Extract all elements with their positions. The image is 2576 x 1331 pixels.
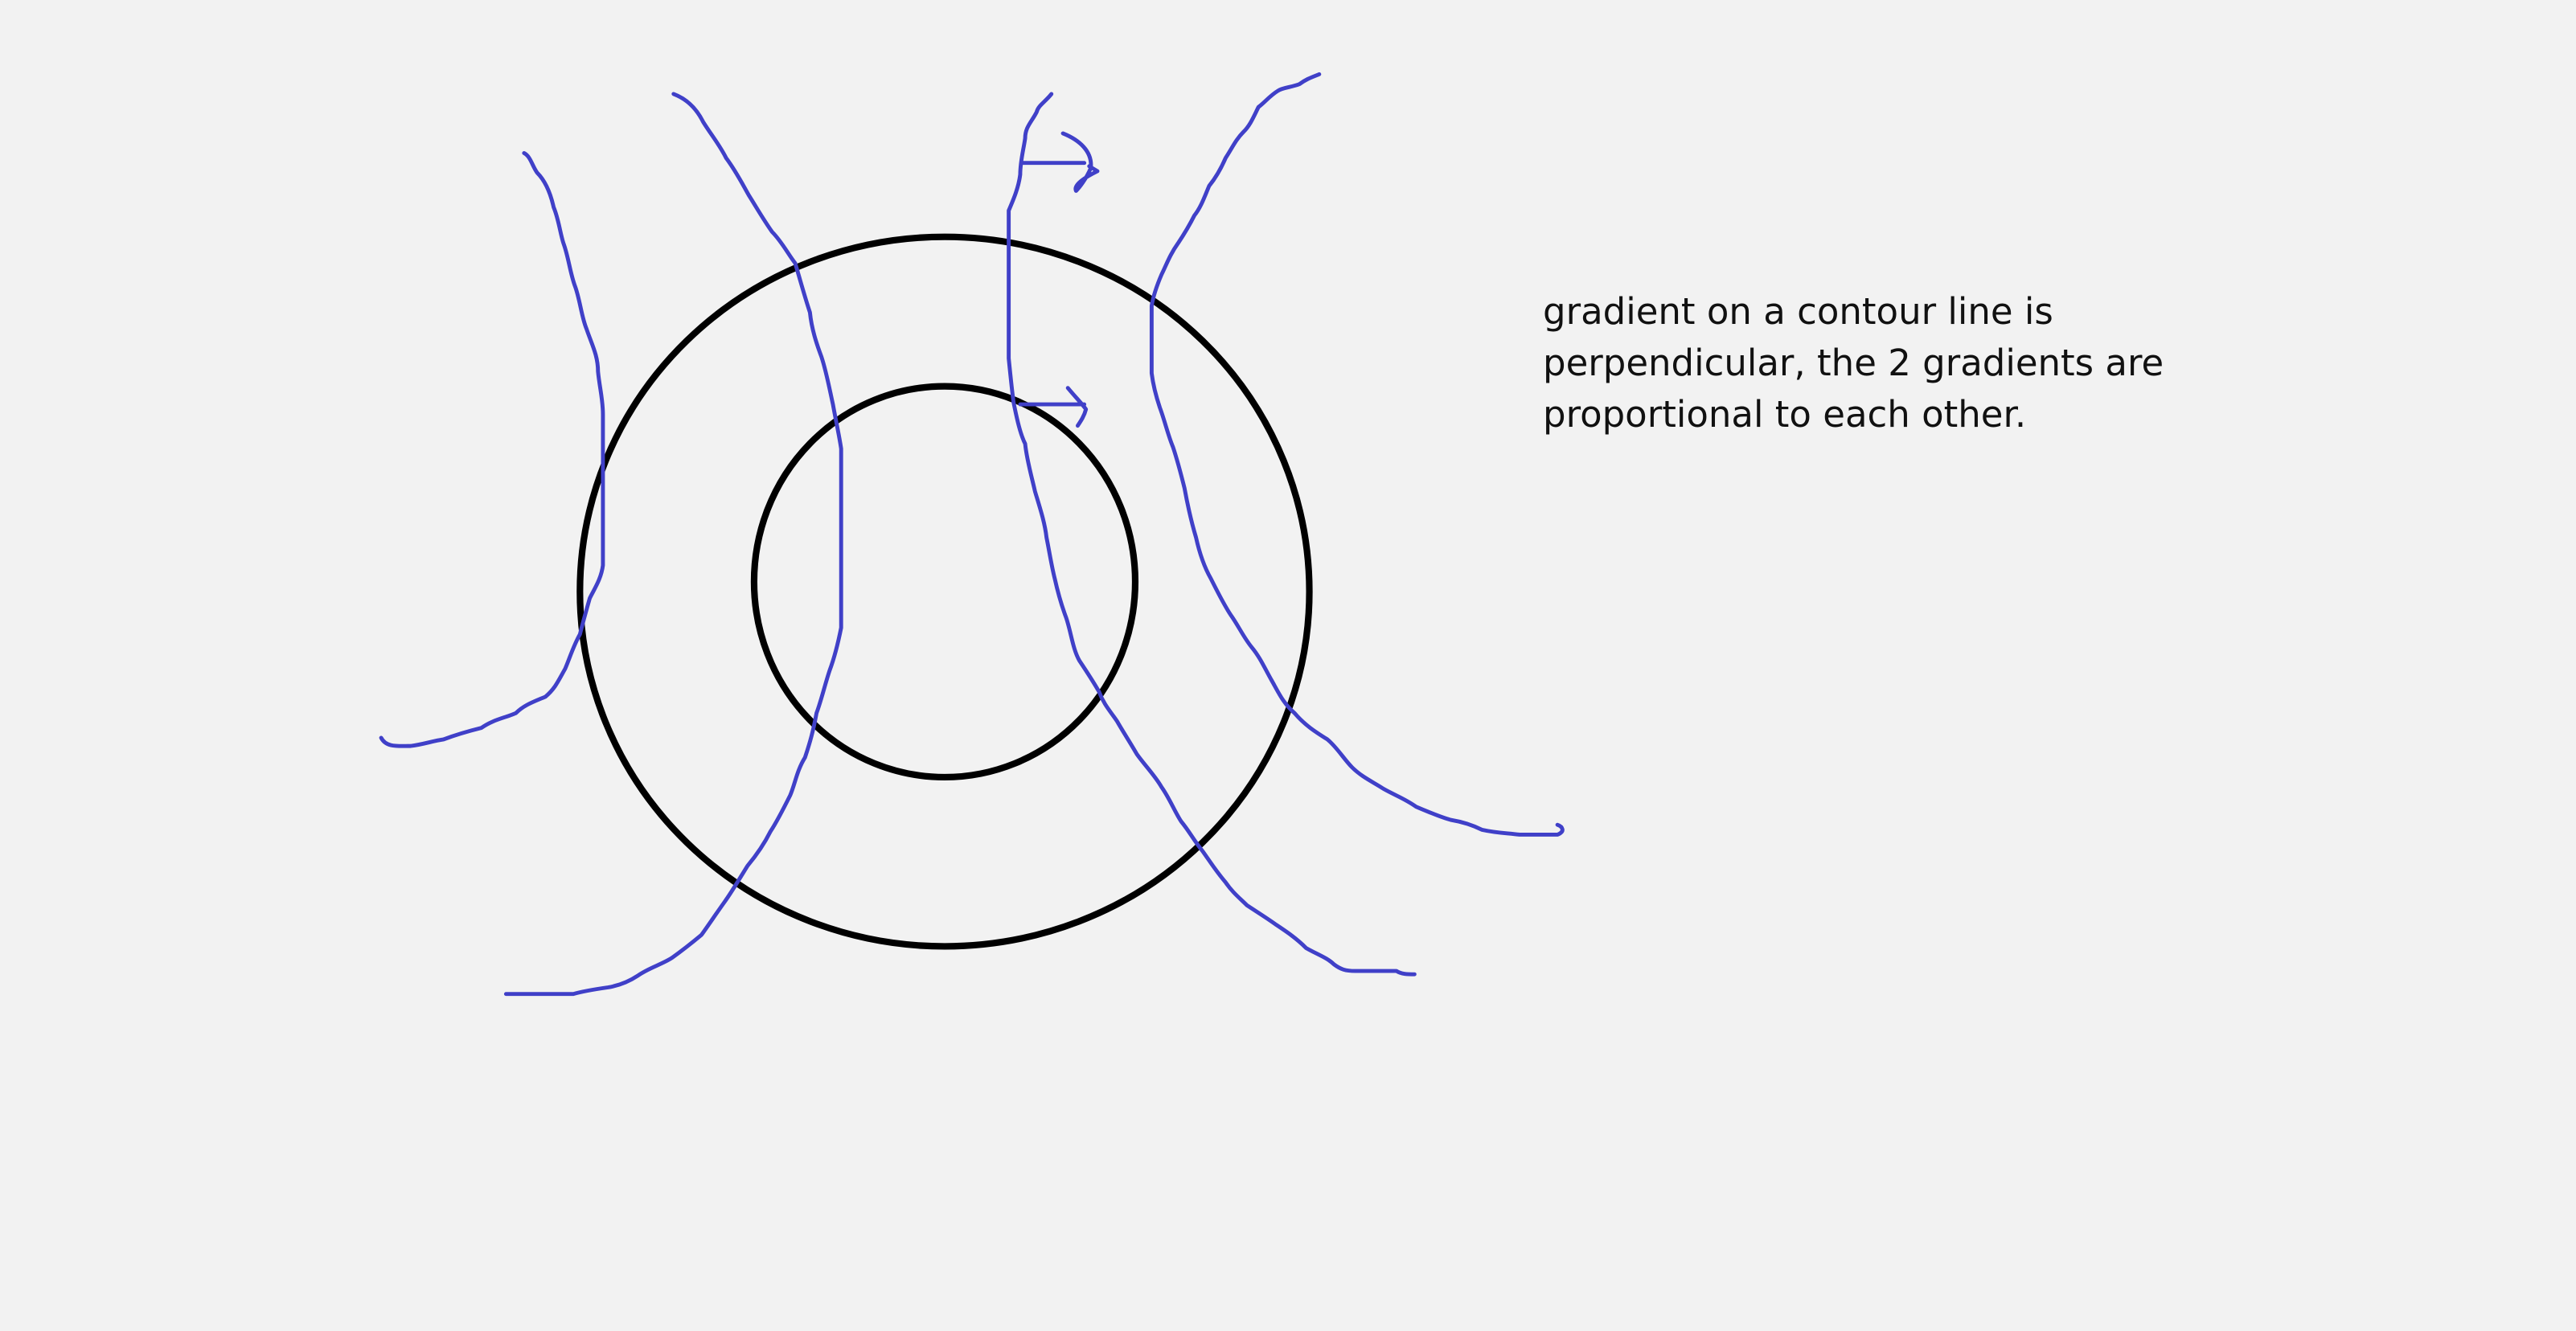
outer-contour-circle [576, 233, 1313, 950]
inner-contour-circle [750, 383, 1139, 781]
gradient-flow-line-center-right [1007, 92, 1417, 977]
note-line-3: proportional to each other. [1543, 393, 2027, 436]
gradient-flow-line-center-left [503, 92, 843, 997]
gradient-flow-line-left [379, 151, 605, 748]
gradient-arrow-middle [1018, 386, 1089, 428]
note-line-2: perpendicular, the 2 gradients are [1543, 342, 2164, 384]
gradient-flow-line-right [1149, 72, 1565, 837]
gradient-arrow-top [1019, 131, 1100, 193]
gradient-note: gradient on a contour line is perpendicu… [1543, 286, 2266, 440]
note-line-1: gradient on a contour line is [1543, 290, 2053, 333]
